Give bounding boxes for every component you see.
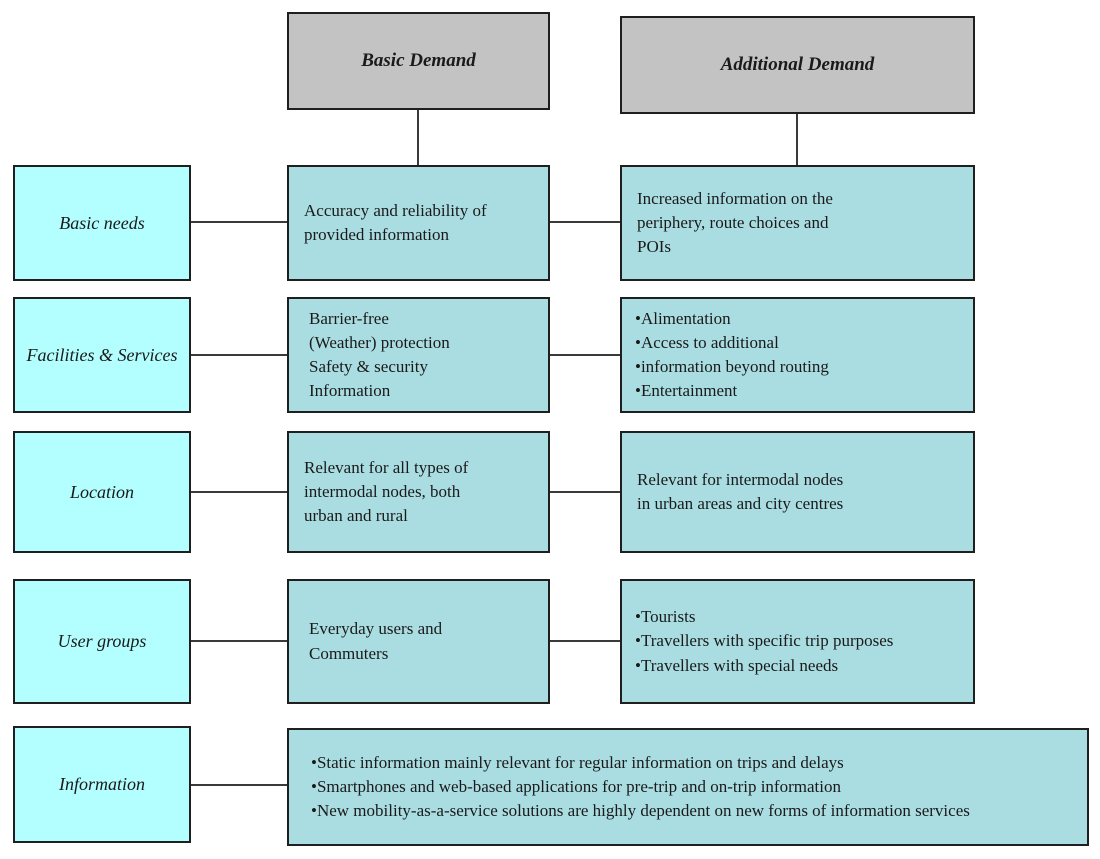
connector-row5-left (184, 784, 290, 786)
box-facilities-services-additional-demand: •Alimentation •Access to additional •inf… (620, 297, 975, 413)
category-information-label: Information (58, 774, 145, 794)
category-basic-needs-label: Basic needs (59, 212, 145, 233)
header-additional-demand-label: Additional Demand (720, 54, 875, 75)
facilities-services-additional-demand-text: •Alimentation •Access to additional •inf… (635, 308, 829, 401)
category-user-groups: User groups (13, 579, 191, 704)
facilities-services-basic-demand-text: Barrier-free (Weather) protection Safety… (309, 308, 450, 401)
box-user-groups-basic-demand: Everyday users and Commuters (287, 579, 550, 704)
connector-row4-left (184, 640, 290, 642)
connector-row2-left (184, 354, 290, 356)
basic-needs-additional-demand-text: Increased information on the periphery, … (637, 188, 833, 257)
box-location-basic-demand: Relevant for all types of intermodal nod… (287, 431, 550, 553)
connector-additional-demand-vertical (796, 112, 798, 167)
user-groups-additional-demand-text: •Tourists •Travellers with specific trip… (635, 607, 894, 675)
box-information-merged: •Static information mainly relevant for … (287, 728, 1089, 846)
category-facilities-services-label: Facilities & Services (26, 344, 178, 365)
location-additional-demand-text: Relevant for intermodal nodes in urban a… (637, 469, 844, 513)
user-groups-basic-demand-text: Everyday users and Commuters (309, 619, 443, 663)
box-user-groups-additional-demand: •Tourists •Travellers with specific trip… (620, 579, 975, 704)
connector-basic-demand-vertical (417, 108, 419, 167)
connector-row1-left (184, 221, 290, 223)
connector-row1-right (547, 221, 623, 223)
category-information: Information (13, 726, 191, 843)
header-additional-demand: Additional Demand (620, 16, 975, 114)
connector-row2-right (547, 354, 623, 356)
category-facilities-services: Facilities & Services (13, 297, 191, 413)
information-merged-text: •Static information mainly relevant for … (311, 752, 970, 821)
header-basic-demand-label: Basic Demand (361, 50, 476, 71)
header-basic-demand: Basic Demand (287, 12, 550, 110)
basic-needs-basic-demand-text: Accuracy and reliability of provided inf… (304, 200, 487, 244)
category-location: Location (13, 431, 191, 553)
connector-row4-right (547, 640, 623, 642)
box-basic-needs-additional-demand: Increased information on the periphery, … (620, 165, 975, 281)
connector-row3-right (547, 491, 623, 493)
category-basic-needs: Basic needs (13, 165, 191, 281)
category-location-label: Location (69, 481, 134, 502)
box-basic-needs-basic-demand: Accuracy and reliability of provided inf… (287, 165, 550, 281)
category-user-groups-label: User groups (57, 631, 147, 651)
connector-row3-left (184, 491, 290, 493)
location-basic-demand-text: Relevant for all types of intermodal nod… (304, 457, 469, 526)
box-location-additional-demand: Relevant for intermodal nodes in urban a… (620, 431, 975, 553)
box-facilities-services-basic-demand: Barrier-free (Weather) protection Safety… (287, 297, 550, 413)
